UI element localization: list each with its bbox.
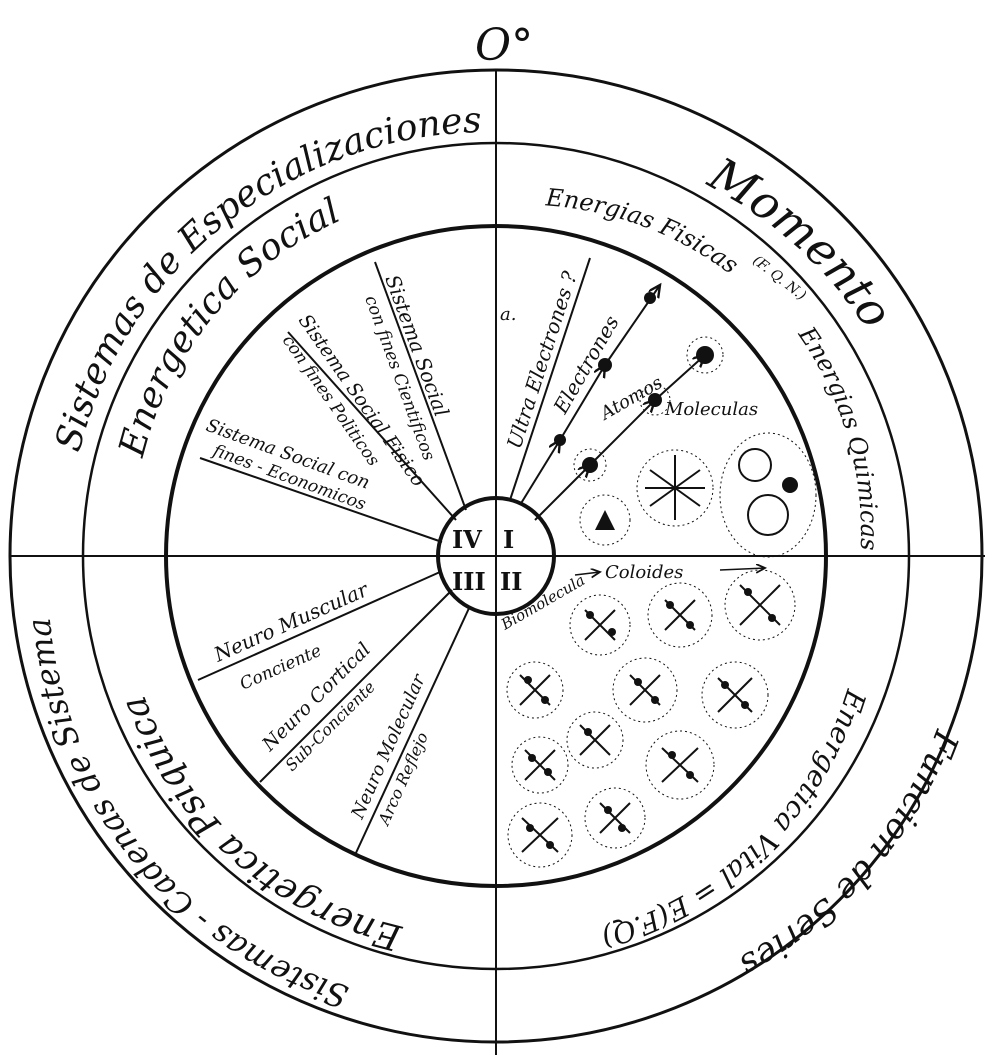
quadrant-label-IV: IV: [452, 525, 482, 554]
label-coloides: Coloides: [605, 562, 683, 583]
quadrant-label-I: I: [503, 525, 514, 554]
label-a: a.: [500, 304, 516, 325]
particle-3: [644, 292, 656, 304]
particle-1: [554, 434, 566, 446]
quadrant-label-III: III: [452, 567, 486, 596]
quadrant-II-biomolecules: Biomolecula Coloides: [497, 562, 795, 867]
middle-label-right: Energias Quimicas: [792, 321, 883, 551]
middle-label-bottom-left: Energetica Psiquica: [113, 691, 406, 958]
top-mark: O°: [475, 20, 533, 71]
outer-label-top-right: Momento: [699, 146, 903, 337]
quadrant-IV-spokes: Sistema Social con fines Cientificos Sis…: [200, 262, 466, 542]
quadrant-I-physical: a. Ultra Electrones ? Electrones Atomos …: [500, 258, 816, 557]
quadrant-III-spokes: Neuro Muscular Conciente Neuro Cortical …: [198, 572, 470, 855]
colloid-dots: [524, 588, 776, 849]
quadrant-label-II: II: [500, 567, 522, 596]
spoke-moleculas: Moleculas: [664, 399, 758, 420]
